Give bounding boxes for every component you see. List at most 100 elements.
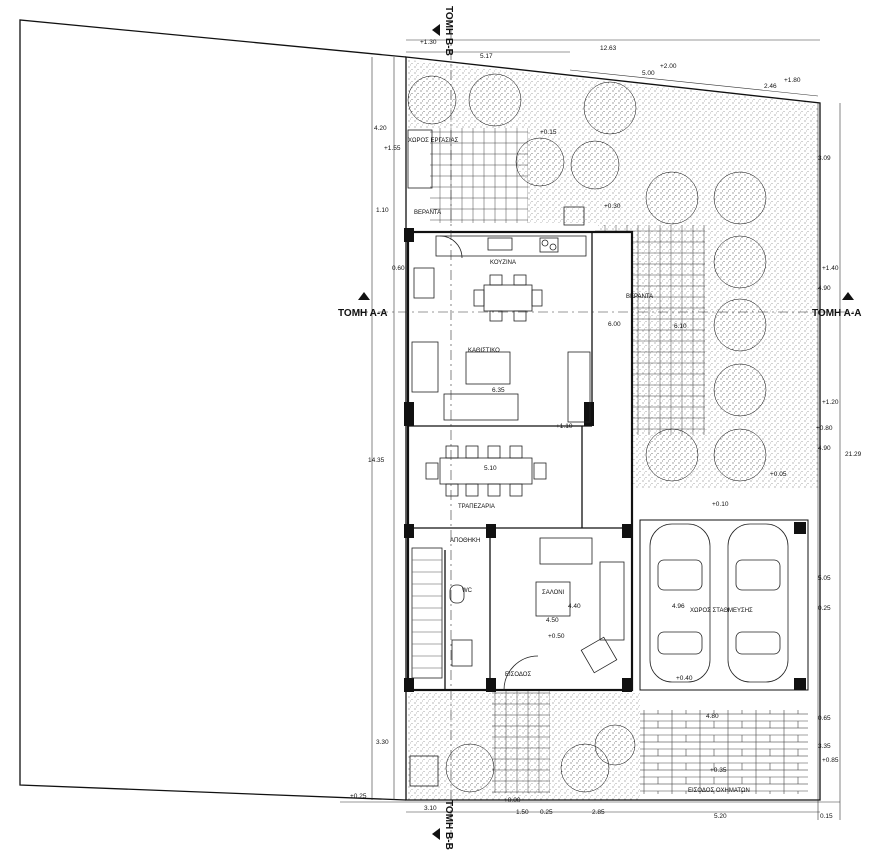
utility-box (563, 206, 585, 226)
dim-living-w: 4.50 (546, 617, 559, 624)
entrance-tiles (492, 683, 550, 793)
living-sofa (539, 537, 593, 565)
staircase (411, 547, 443, 679)
room-label-kitchen: ΚΟΥΖΙΝΑ (490, 260, 516, 266)
tv-unit (567, 351, 591, 423)
level-9: +0.35 (710, 767, 727, 774)
dim-left-4: 3.30 (376, 739, 389, 746)
living-table (535, 581, 571, 617)
dim-right-1: 3.09 (818, 155, 831, 162)
dim-right-3: 4.90 (818, 445, 831, 452)
dim-bottom-3: 0.25 (540, 809, 553, 816)
chair (533, 462, 547, 480)
toilet (449, 584, 465, 604)
room-label-storage: ΑΠΟΘΗΚΗ (450, 538, 480, 544)
level-14: +1.20 (822, 399, 839, 406)
column (622, 524, 632, 538)
dim-bottom-5: 5.20 (714, 813, 727, 820)
chair (531, 289, 543, 307)
room-label-workspace: ΧΩΡΟΣ ΕΡΓΑΣΙΑΣ (408, 138, 459, 144)
car-right (727, 523, 789, 683)
dim-living-h: 4.40 (568, 603, 581, 610)
level-18: +0.80 (816, 425, 833, 432)
dim-top-mid: 5.00 (642, 70, 655, 77)
room-label-sitting: ΚΑΘΙΣΤΙΚΟ (468, 348, 500, 354)
door-swing-kitchen (439, 235, 463, 259)
burner (541, 239, 549, 247)
sink (487, 237, 513, 251)
dim-top-right: 2.46 (764, 83, 777, 90)
column (404, 678, 414, 692)
level-17: +0.15 (540, 129, 557, 136)
level-6: +1.10 (556, 423, 573, 430)
terrace-tiles-left (430, 128, 528, 223)
dim-dining-w: 5.10 (484, 465, 497, 472)
chair (465, 445, 479, 459)
dim-bottom-2: 1.50 (516, 809, 529, 816)
utility-box-bottom (409, 755, 439, 787)
level-11: +0.00 (504, 797, 521, 804)
level-4: +1.55 (384, 145, 401, 152)
armchair (580, 636, 618, 674)
chair (509, 445, 523, 459)
shower (451, 639, 473, 667)
car-left (649, 523, 711, 683)
column (404, 402, 414, 426)
section-label-aa-left: ΤΟΜΗ Α-Α (338, 308, 387, 319)
level-12: +0.25 (350, 793, 367, 800)
section-arrow-left (358, 292, 370, 300)
dim-bottom-1: 3.10 (424, 805, 437, 812)
section-label-aa-right: ΤΟΜΗ Α-Α (812, 308, 861, 319)
dim-parking-w: 4.80 (706, 713, 719, 720)
dim-bottom-6: 0.15 (820, 813, 833, 820)
chair (513, 310, 527, 322)
level-16: +0.85 (822, 757, 839, 764)
dim-left-3: 0.60 (392, 265, 405, 272)
level-1: +1.30 (420, 39, 437, 46)
burner (549, 243, 557, 251)
chair (509, 483, 523, 497)
level-10: +0.10 (712, 501, 729, 508)
parking-pavers (640, 710, 808, 794)
dim-bottom-4: 2.85 (592, 809, 605, 816)
room-label-parking-entrance: ΕΙΣΟΔΟΣ ΟΧΗΜΑΤΩΝ (688, 788, 750, 794)
dim-top-total: 12.63 (600, 45, 617, 52)
chair (487, 483, 501, 497)
column (622, 678, 632, 692)
chair (473, 289, 485, 307)
chair (465, 483, 479, 497)
room-label-parking: ΧΩΡΟΣ ΣΤΑΘΜΕΥΣΗΣ (690, 608, 753, 614)
level-7: +0.50 (548, 633, 565, 640)
plot-boundary (19, 19, 407, 801)
dim-top-left: 5.17 (480, 53, 493, 60)
room-label-dining: ΤΡΑΠΕΖΑΡΙΑ (458, 504, 495, 510)
room-label-living: ΣΑΛΟΝΙ (542, 590, 565, 596)
garage-slab (639, 519, 809, 691)
room-label-terrace-right: ΒΕΡΑΝΤΑ (626, 294, 653, 300)
column (584, 402, 594, 426)
level-5: +0.30 (604, 203, 621, 210)
room-label-terrace-left: ΒΕΡΑΝΤΑ (414, 210, 441, 216)
chair (513, 274, 527, 286)
level-15: +0.05 (770, 471, 787, 478)
cooktop (539, 237, 559, 253)
section-label-bb-bottom: ΤΟΜΗ Β-Β (443, 800, 454, 850)
dim-left-1: 4.20 (374, 125, 387, 132)
column (404, 228, 414, 242)
door-swing-entrance (503, 655, 539, 691)
dim-left-total: 14.35 (368, 457, 385, 464)
dim-kitchen-w: 6.35 (492, 387, 505, 394)
section-arrow-top (432, 24, 440, 36)
column (794, 678, 806, 690)
dim-right-total: 21.29 (845, 451, 862, 458)
chair (489, 274, 503, 286)
section-arrow-right (842, 292, 854, 300)
armchair (411, 341, 439, 393)
dining-table (439, 457, 533, 485)
sofa (443, 393, 519, 421)
column (794, 522, 806, 534)
section-arrow-bottom (432, 828, 440, 840)
level-3: +1.80 (784, 77, 801, 84)
kitchen-counter (435, 235, 587, 257)
dim-parking-h: 4.96 (672, 603, 685, 610)
